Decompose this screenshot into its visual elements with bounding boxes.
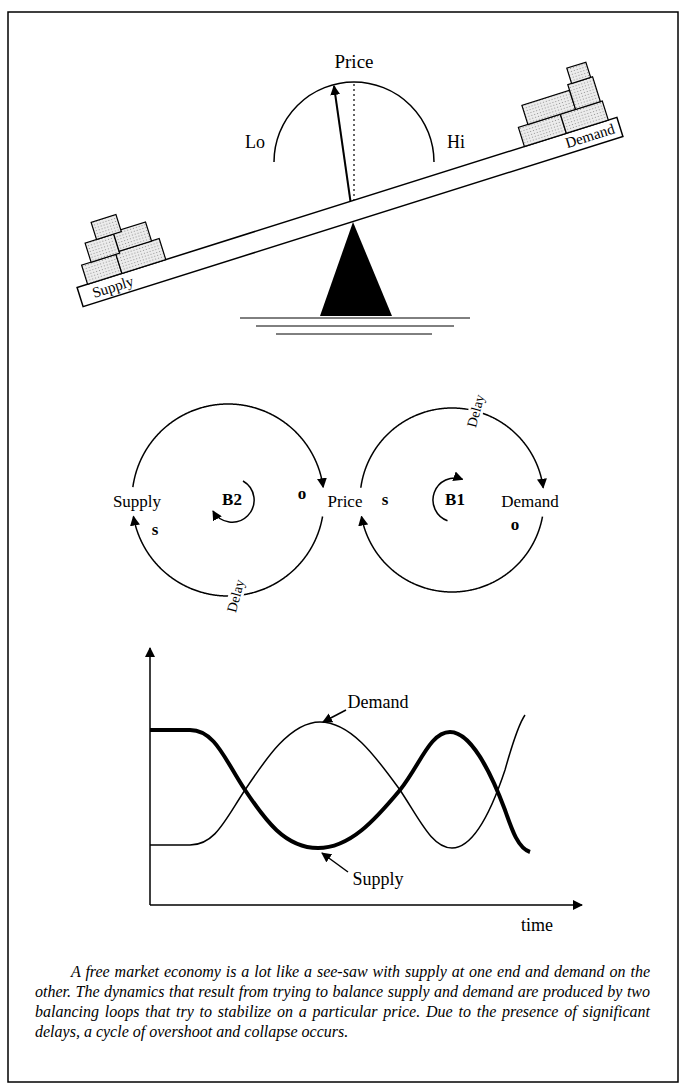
demand-curve	[150, 715, 525, 848]
gauge-title: Price	[334, 52, 373, 73]
gauge-end-label: Lo	[245, 133, 265, 153]
seesaw	[58, 58, 622, 306]
variable-node: Demand	[498, 491, 562, 513]
x-axis	[150, 904, 582, 906]
leader-line	[322, 853, 348, 872]
seesaw-plank	[77, 117, 623, 306]
variable-name: Price	[328, 492, 363, 512]
causal-link	[133, 404, 323, 487]
gauge-center-line	[353, 84, 354, 206]
supply-curve	[150, 730, 530, 852]
delay-label: Delay	[464, 391, 489, 431]
leader-line	[323, 710, 346, 722]
loop-identifier: B1	[445, 491, 465, 510]
link-polarity: o	[511, 516, 520, 535]
y-axis	[149, 648, 151, 905]
variable-node: Supply	[110, 491, 164, 513]
variable-node: Price	[325, 491, 366, 513]
loop-direction-symbol	[213, 481, 254, 522]
fulcrum	[320, 222, 392, 316]
gauge-end-label: Hi	[447, 133, 465, 153]
curve-label: Demand	[348, 693, 409, 713]
demand-box	[567, 62, 591, 83]
link-polarity: o	[298, 485, 307, 504]
curve-label: Supply	[352, 870, 403, 890]
figure-frame	[8, 12, 678, 1082]
figure-caption: A free market economy is a lot like a se…	[35, 962, 650, 1042]
causal-link	[361, 517, 542, 592]
variable-name: Demand	[501, 492, 559, 512]
link-polarity: s	[382, 491, 389, 510]
ground-line	[240, 318, 470, 319]
ground-line	[276, 334, 432, 335]
causal-link	[133, 517, 322, 596]
delay-label: Delay	[224, 576, 249, 616]
gauge-needle	[334, 86, 352, 212]
supply-box	[91, 215, 121, 240]
ground-line	[256, 326, 454, 327]
variable-name: Supply	[113, 492, 161, 512]
causal-link	[361, 408, 543, 488]
demand-box	[522, 90, 576, 124]
link-polarity: s	[152, 521, 159, 540]
axis-label: time	[521, 916, 553, 936]
loop-identifier: B2	[222, 491, 242, 510]
